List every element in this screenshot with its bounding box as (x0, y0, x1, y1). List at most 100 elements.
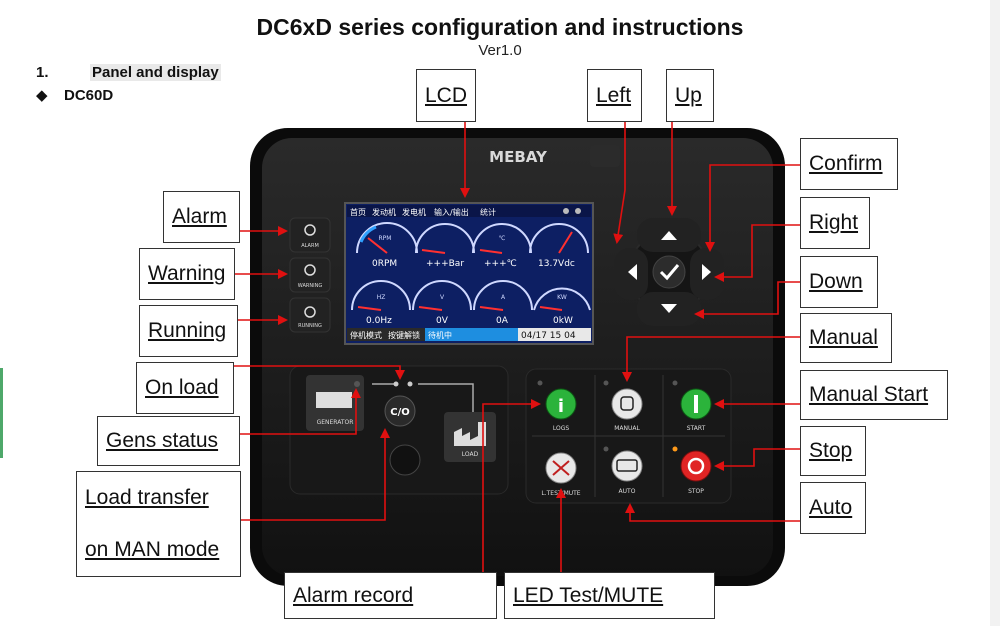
nav-cluster (614, 218, 724, 326)
lcd-lock-icon (575, 208, 581, 214)
callout-right: Right (800, 197, 870, 249)
check-icon (659, 264, 680, 281)
callout-stop: Stop (800, 426, 866, 476)
arrow-right (714, 224, 806, 282)
callout-warning: Warning (139, 248, 235, 300)
stop-circle-icon (687, 457, 705, 475)
co-button[interactable] (384, 395, 416, 427)
arrow-stop (714, 448, 800, 471)
gauge-rpm: RPM (356, 222, 418, 254)
running-engine-icon (304, 306, 316, 318)
arrow-down (694, 281, 802, 319)
arrow-manual (622, 336, 800, 382)
lcd-status-standby: 待机中 (428, 330, 452, 340)
logs-led (537, 380, 543, 386)
svg-text:RUNNING: RUNNING (298, 323, 322, 329)
lcd-menu-engine: 发动机 (372, 207, 396, 217)
lcd-menu-io: 输入/输出 (434, 207, 469, 217)
model-name: DC60D (64, 87, 114, 104)
callout-manual: Manual (800, 313, 892, 363)
gauge-current: A (473, 280, 533, 311)
callout-load-transfer-line2: on MAN mode (85, 538, 220, 561)
callout-gens-status: Gens status (97, 416, 240, 466)
on-load-led (393, 381, 399, 387)
callout-auto: Auto (800, 482, 866, 534)
manual-led (603, 380, 609, 386)
callout-running: Running (139, 305, 238, 357)
gens-status-led (354, 381, 360, 387)
stop-button[interactable] (680, 450, 712, 482)
logs-label: LOGS (553, 425, 570, 432)
indicator-warning: WARNING (289, 257, 331, 293)
stop-led (672, 446, 678, 452)
lcd-readout-battery: 13.7Vdc (538, 259, 575, 269)
section-heading: 1.Panel and display (36, 64, 221, 81)
lcd-readout-current: 0A (496, 316, 509, 326)
auto-button[interactable] (611, 450, 643, 482)
callout-lcd: LCD (416, 69, 476, 122)
diamond-bullet-icon: ◆ (36, 87, 48, 104)
lcd-status-mode: 停机模式 (350, 330, 382, 340)
auto-led (603, 446, 609, 452)
left-arrow-icon (628, 264, 637, 280)
arrow-on-load (226, 365, 405, 380)
page-title: DC6xD series configuration and instructi… (256, 14, 744, 40)
callout-on-load: On load (136, 362, 234, 414)
svg-text:WARNING: WARNING (298, 283, 323, 289)
indicator-alarm: ALARM (289, 217, 331, 253)
lcd-menu-generator: 发电机 (402, 207, 426, 217)
callout-manual-start: Manual Start (800, 370, 948, 420)
lcd-readout-rpm: 0RPM (372, 259, 397, 269)
arrow-load-transfer (241, 428, 390, 521)
gauge-voltage: V (412, 280, 472, 311)
warning-clock-icon (304, 264, 316, 276)
transfer-line (372, 383, 474, 412)
lcd-menu-stats: 统计 (480, 207, 496, 217)
lcd-readout-power: 0kW (553, 316, 573, 326)
manual-label: MANUAL (614, 425, 640, 432)
lcd-readout-voltage: 0V (436, 316, 449, 326)
gauge-unit: ℃ (499, 235, 506, 242)
confirm-button[interactable] (652, 255, 686, 289)
lcd-menu-bar (347, 205, 591, 217)
generator-label: GENERATOR (317, 419, 354, 426)
svg-text:ALARM: ALARM (301, 243, 319, 249)
arrow-left (613, 122, 626, 244)
gauge-unit: KW (557, 294, 567, 301)
lcd-status-datetime-bg (518, 328, 591, 341)
gauge-power: KW (533, 287, 591, 311)
auto-label: AUTO (619, 488, 636, 495)
stop-label: STOP (688, 488, 704, 495)
lcd-screen: 首页 发动机 发电机 输入/输出 统计 RPM ℃ 0RPM +++Bar ++… (344, 202, 594, 345)
lcd-menu-home: 首页 (350, 207, 366, 217)
leader-arrows (226, 122, 806, 572)
manual-button[interactable] (611, 388, 643, 420)
start-power-icon (694, 395, 698, 413)
callout-down: Down (800, 256, 878, 308)
arrow-alarm-record (482, 399, 541, 572)
auto-icon (616, 459, 638, 472)
top-notch (590, 145, 620, 167)
model-heading: ◆ DC60D (36, 86, 113, 104)
gauge-oil-pressure (415, 223, 475, 254)
load-label: LOAD (462, 451, 479, 458)
co-aux-button[interactable] (389, 444, 421, 476)
callout-left: Left (587, 69, 642, 122)
gauge-unit: V (440, 294, 445, 301)
gauge-frequency: HZ (351, 280, 411, 311)
logs-button[interactable] (545, 388, 577, 420)
gauge-unit: RPM (379, 235, 392, 242)
callout-alarm: Alarm (163, 191, 240, 243)
section-number: 1. (36, 64, 49, 81)
right-arrow-icon (702, 264, 711, 280)
side-marker (0, 368, 3, 458)
indicator-running: RUNNING (289, 297, 331, 333)
start-led (672, 380, 678, 386)
hand-icon (620, 396, 634, 411)
lcd-readout-frequency: 0.0Hz (366, 316, 392, 326)
version-label: Ver1.0 (478, 42, 522, 59)
scrollbar-track (990, 0, 1000, 626)
lcd-status-active (425, 328, 518, 341)
brand-logo: MEBAY (489, 148, 548, 166)
